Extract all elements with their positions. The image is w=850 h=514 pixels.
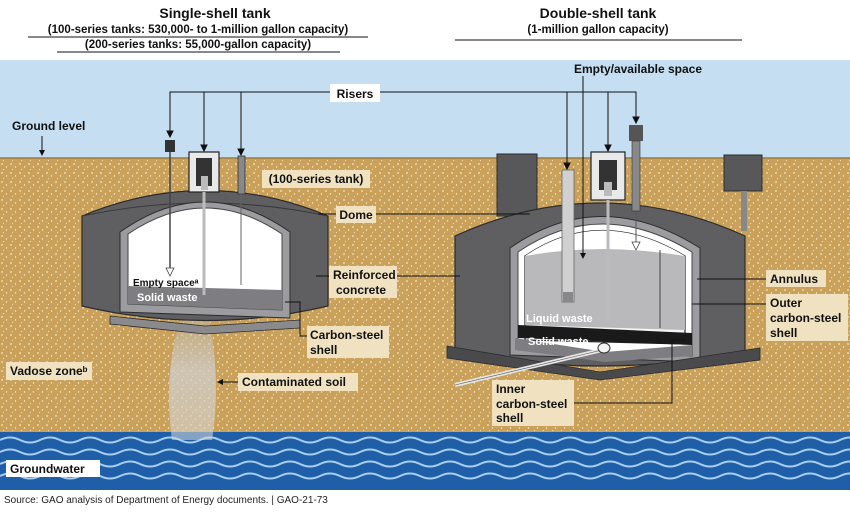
single-shell-capacity-1: (100-series tanks: 530,000- to 1-million…	[48, 24, 349, 36]
single-empty-space-label: Empty spaceᵃ	[133, 278, 199, 289]
double-liquid-waste-label: Liquid waste	[526, 313, 593, 325]
single-shell-capacity-2: (200-series tanks: 55,000-gallon capacit…	[85, 39, 311, 51]
annulus-label: Annulus	[770, 272, 818, 286]
empty-available-label: Empty/available space	[574, 62, 702, 76]
outer-label-1: Outer	[770, 296, 802, 310]
series-tag-label: (100-series tank)	[269, 172, 364, 186]
double-shell-title: Double-shell tank	[540, 5, 657, 21]
carbon-steel-label-1: Carbon-steel	[310, 328, 383, 342]
water-waves	[0, 436, 850, 480]
risers-connectors	[166, 91, 640, 171]
outer-label-2: carbon-steel	[770, 311, 841, 325]
source-note: Source: GAO analysis of Department of En…	[4, 495, 328, 506]
inner-label-1: Inner	[496, 382, 526, 396]
single-shell-title: Single-shell tank	[159, 5, 270, 21]
double-solid-waste	[518, 325, 692, 345]
series-tag	[262, 170, 370, 188]
inner-label-2: carbon-steel	[496, 397, 567, 411]
vadose-zone-label: Vadose zoneᵇ	[10, 364, 88, 378]
single-solid-waste	[128, 286, 282, 310]
double-solid-waste-label: Solid waste	[528, 336, 589, 348]
reinforced-label-1: Reinforced	[333, 268, 396, 282]
inner-label-3: shell	[496, 411, 523, 425]
groundwater-label: Groundwater	[10, 462, 85, 476]
single-shell-tank: Empty spaceᵃ Solid waste	[81, 140, 329, 335]
outer-label-3: shell	[770, 326, 797, 340]
risers-label: Risers	[337, 87, 374, 101]
carbon-steel-label-2: shell	[310, 343, 337, 357]
dome-label: Dome	[339, 208, 373, 222]
contaminated-soil-label: Contaminated soil	[242, 375, 346, 389]
double-shell-capacity: (1-million gallon capacity)	[527, 24, 668, 36]
ground-level-label: Ground level	[12, 119, 85, 133]
single-solid-waste-label: Solid waste	[137, 292, 198, 304]
contamination-plume	[168, 300, 216, 440]
double-shell-tank: Liquid waste Solid waste	[446, 125, 763, 387]
reinforced-label-2: concrete	[336, 283, 386, 297]
